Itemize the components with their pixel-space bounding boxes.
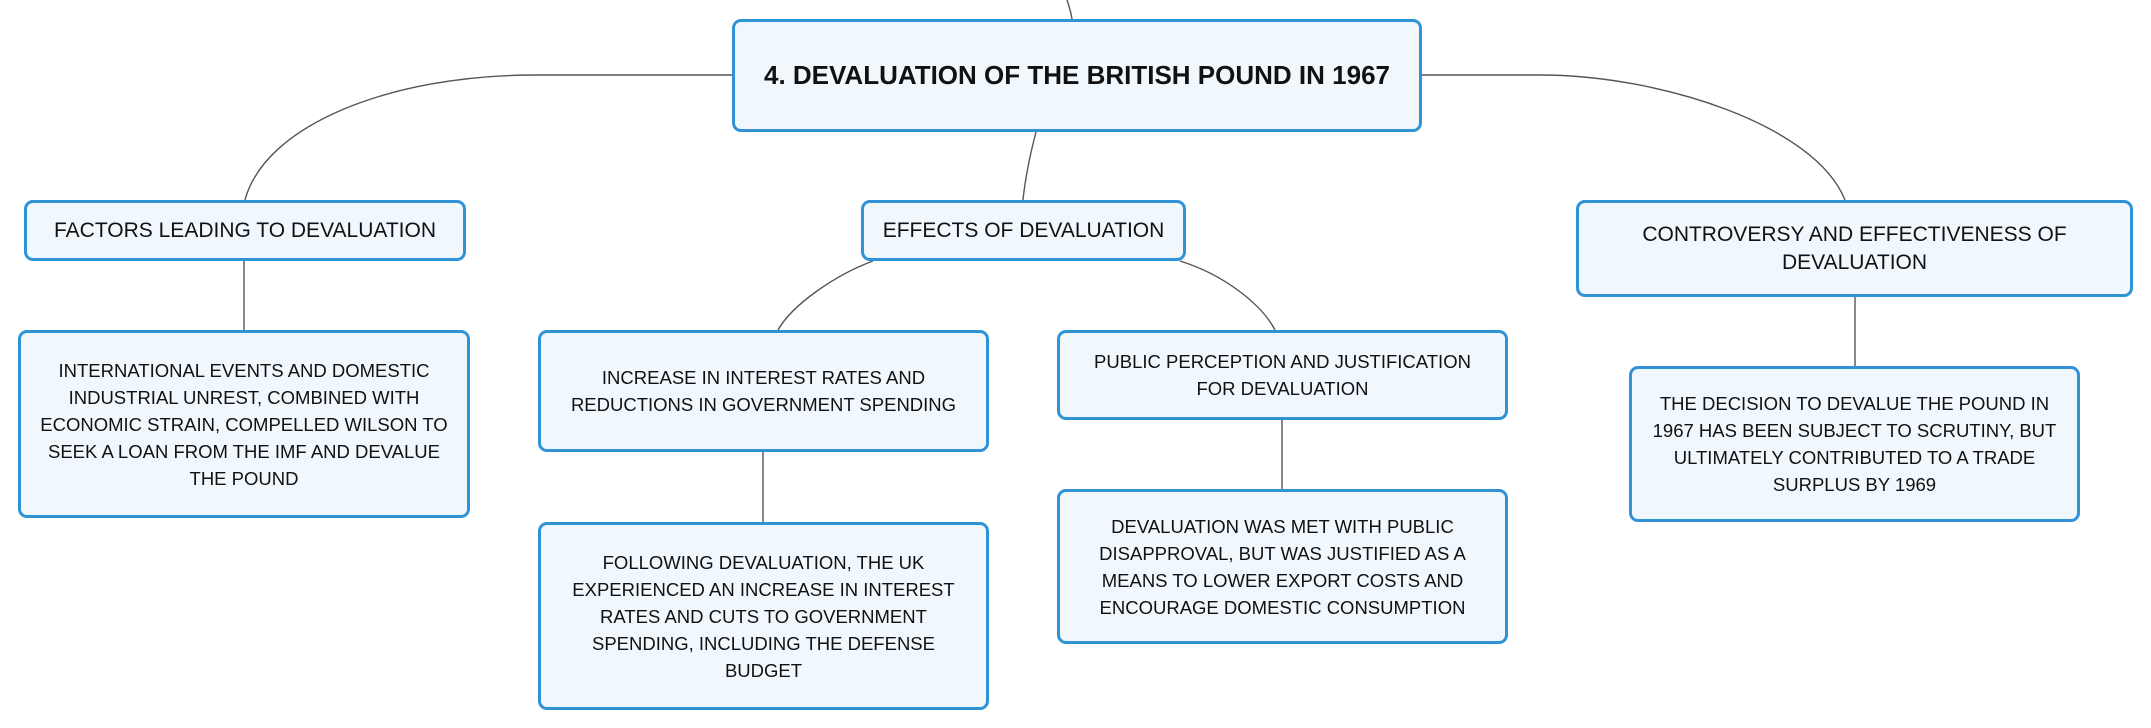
connector-effects-public: [1179, 260, 1276, 331]
factors-topic-node[interactable]: FACTORS LEADING TO DEVALUATION: [24, 200, 466, 261]
effects-topic-label: EFFECTS OF DEVALUATION: [882, 218, 1165, 242]
controversy-topic-label: CONTROVERSY AND EFFECTIVENESS OF DEVALUA…: [1642, 222, 2067, 274]
central-topic-label: 4. DEVALUATION OF THE BRITISH POUND IN 1…: [763, 60, 1390, 90]
central-topic-node[interactable]: 4. DEVALUATION OF THE BRITISH POUND IN 1…: [732, 19, 1422, 132]
connector-root-factors: [244, 74, 732, 201]
interest-rates-detail-text: FOLLOWING DEVALUATION, THE UK EXPERIENCE…: [572, 551, 955, 681]
controversy-topic-node[interactable]: CONTROVERSY AND EFFECTIVENESS OF DEVALUA…: [1576, 200, 2133, 297]
interest-rates-detail-node[interactable]: FOLLOWING DEVALUATION, THE UK EXPERIENCE…: [538, 522, 989, 710]
interest-rates-node[interactable]: INCREASE IN INTEREST RATES AND REDUCTION…: [538, 330, 989, 452]
factors-detail-text: INTERNATIONAL EVENTS AND DOMESTIC INDUST…: [40, 359, 448, 489]
factors-detail-node[interactable]: INTERNATIONAL EVENTS AND DOMESTIC INDUST…: [18, 330, 470, 518]
public-perception-label: PUBLIC PERCEPTION AND JUSTIFICATION FOR …: [1094, 351, 1471, 399]
public-perception-detail-node[interactable]: DEVALUATION WAS MET WITH PUBLIC DISAPPRO…: [1057, 489, 1508, 644]
public-perception-node[interactable]: PUBLIC PERCEPTION AND JUSTIFICATION FOR …: [1057, 330, 1508, 420]
connector-root-parent: [1066, 0, 1073, 20]
interest-rates-label: INCREASE IN INTEREST RATES AND REDUCTION…: [570, 367, 957, 415]
factors-topic-label: FACTORS LEADING TO DEVALUATION: [54, 218, 436, 242]
connector-root-effects: [1022, 131, 1037, 201]
connector-root-controversy: [1422, 74, 1846, 201]
public-perception-detail-text: DEVALUATION WAS MET WITH PUBLIC DISAPPRO…: [1099, 515, 1466, 618]
controversy-detail-node[interactable]: THE DECISION TO DEVALUE THE POUND IN 196…: [1629, 366, 2080, 522]
effects-topic-node[interactable]: EFFECTS OF DEVALUATION: [861, 200, 1186, 261]
connector-effects-interest: [777, 260, 874, 331]
controversy-detail-text: THE DECISION TO DEVALUE THE POUND IN 196…: [1652, 393, 2057, 495]
